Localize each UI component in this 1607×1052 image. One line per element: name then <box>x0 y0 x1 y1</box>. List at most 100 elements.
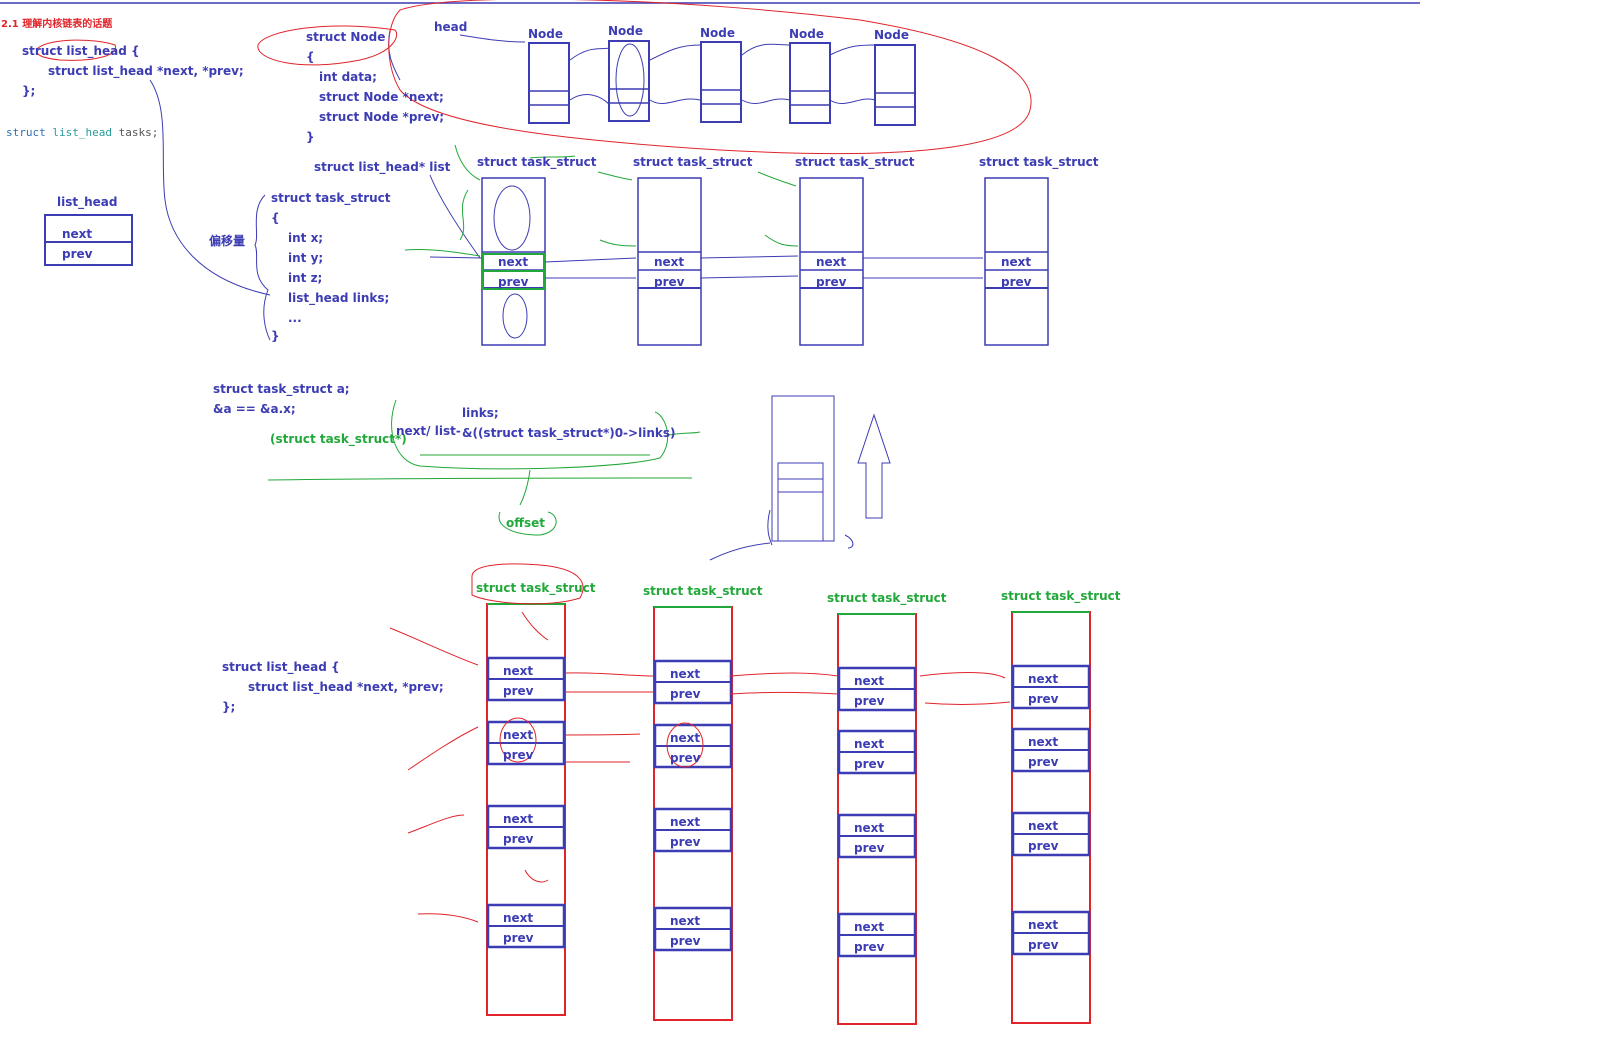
row2-next-cell: next <box>670 667 701 681</box>
node-label-2: Node <box>608 24 644 38</box>
row2-red-links <box>389 563 1011 923</box>
macro-line1: struct task_struct a; <box>213 382 350 396</box>
row1-next-cell: next <box>816 255 847 269</box>
list-head-title: list_head <box>57 195 118 209</box>
row2-prev-cell: prev <box>1028 692 1059 706</box>
task-struct-code-name: struct task_struct <box>271 191 391 205</box>
row1-struct-box <box>984 177 1049 346</box>
up-arrow <box>857 413 891 519</box>
node-chain-head-label: head <box>434 20 468 34</box>
row2-next-cell: next <box>670 815 701 829</box>
row2-prev-cell: prev <box>1028 755 1059 769</box>
row1-links <box>429 255 983 279</box>
task-field-links: list_head links; <box>288 291 390 305</box>
row1-struct-box <box>637 177 702 346</box>
row2-struct-title: struct task_struct <box>476 581 596 595</box>
row2-next-cell: next <box>1028 735 1059 749</box>
node-chain <box>528 40 916 126</box>
row2-struct-title: struct task_struct <box>827 591 947 605</box>
row2-next-cell: next <box>1028 819 1059 833</box>
row2-next-cell: next <box>854 674 885 688</box>
row2-prev-cell: prev <box>503 931 534 945</box>
macro-line2: &a == &a.x; <box>213 402 296 416</box>
row1-scribble-circles <box>493 43 645 339</box>
task-field-x: int x; <box>288 231 324 245</box>
macro-green-strokes <box>267 399 701 536</box>
struct-node-line0: struct Node <box>306 30 386 44</box>
node-box <box>528 42 570 124</box>
node-label-5: Node <box>874 28 910 42</box>
row2-prev-cell: prev <box>854 940 885 954</box>
node-label-4: Node <box>789 27 825 41</box>
row2-prev-cell: prev <box>670 835 701 849</box>
row2-next-cell: next <box>503 664 534 678</box>
row1-struct-box <box>799 177 864 346</box>
row2-prev-cell: prev <box>503 748 534 762</box>
task-field-ellipsis: ... <box>288 311 302 325</box>
row2-next-cell: next <box>1028 918 1059 932</box>
row1-prev-cell: prev <box>816 275 847 289</box>
list-head-prev: prev <box>62 247 93 261</box>
row2-prev-cell: prev <box>854 841 885 855</box>
row1-prev-cell: prev <box>498 275 529 289</box>
node-label-1: Node <box>528 27 564 41</box>
row1-next-cell: next <box>498 255 529 269</box>
row1-struct-title: struct task_struct <box>795 155 915 169</box>
struct-node-line1: { <box>306 50 315 64</box>
row2-next-cell: next <box>854 737 885 751</box>
row2-next-cell: next <box>854 821 885 835</box>
node-label-3: Node <box>700 26 736 40</box>
offset-chinese-label: 偏移量 <box>209 234 246 248</box>
row2-prev-cell: prev <box>670 934 701 948</box>
row2-next-cell: next <box>1028 672 1059 686</box>
row1-struct-title: struct task_struct <box>633 155 753 169</box>
macro-prefix: next/ list- <box>396 424 461 438</box>
struct-layout-box <box>771 395 835 542</box>
row2-prev-cell: prev <box>503 684 534 698</box>
code-bottom-line2: struct list_head *next, *prev; <box>248 680 444 694</box>
macro-expr: &((struct task_struct*)0->links) <box>462 426 676 440</box>
row1-prev-cell: prev <box>654 275 685 289</box>
task-field-z: int z; <box>288 271 323 285</box>
task-struct-code-close: } <box>271 329 280 343</box>
struct-node-line3: struct Node *next; <box>319 90 444 104</box>
node-chain-links <box>569 43 876 106</box>
task-struct-code-open: { <box>271 211 280 225</box>
list-head-next: next <box>62 227 93 241</box>
row2-task-structs <box>486 603 1091 1025</box>
code-top-line2: struct list_head *next, *prev; <box>48 64 244 78</box>
decl-type: list_head <box>52 126 112 139</box>
macro-offset: offset <box>506 516 545 530</box>
row2-next-cell: next <box>503 728 534 742</box>
row1-prev-cell: prev <box>1001 275 1032 289</box>
struct-node-line4: struct Node *prev; <box>319 110 445 124</box>
list-pointer-decl: struct list_head* list <box>314 160 451 174</box>
row2-prev-cell: prev <box>503 832 534 846</box>
row2-prev-cell: prev <box>854 694 885 708</box>
code-top-line1: struct list_head { <box>22 44 140 58</box>
row2-next-cell: next <box>854 920 885 934</box>
tasks-declaration: struct list_head tasks; <box>6 126 158 139</box>
row1-next-cell: next <box>1001 255 1032 269</box>
row2-prev-cell: prev <box>1028 938 1059 952</box>
struct-node-line2: int data; <box>319 70 377 84</box>
row2-prev-cell: prev <box>854 757 885 771</box>
decl-keyword: struct <box>6 126 46 139</box>
code-bottom-line1: struct list_head { <box>222 660 340 674</box>
node-box <box>789 42 831 124</box>
row1-struct-title: struct task_struct <box>979 155 1099 169</box>
row1-struct-title: struct task_struct <box>477 155 597 169</box>
code-bottom-line3: }; <box>222 700 236 714</box>
task-field-y: int y; <box>288 251 324 265</box>
row2-prev-cell: prev <box>670 687 701 701</box>
annotation-strokes-blue <box>149 29 854 561</box>
macro-links: links; <box>462 406 499 420</box>
row1-next-cell: next <box>654 255 685 269</box>
node-box <box>608 40 650 122</box>
decl-var: tasks; <box>118 126 159 139</box>
row2-struct-title: struct task_struct <box>1001 589 1121 603</box>
row1-green-strokes <box>404 144 799 257</box>
macro-cast: (struct task_struct*) <box>270 432 407 446</box>
annotation-strokes-red-top <box>36 0 1032 155</box>
